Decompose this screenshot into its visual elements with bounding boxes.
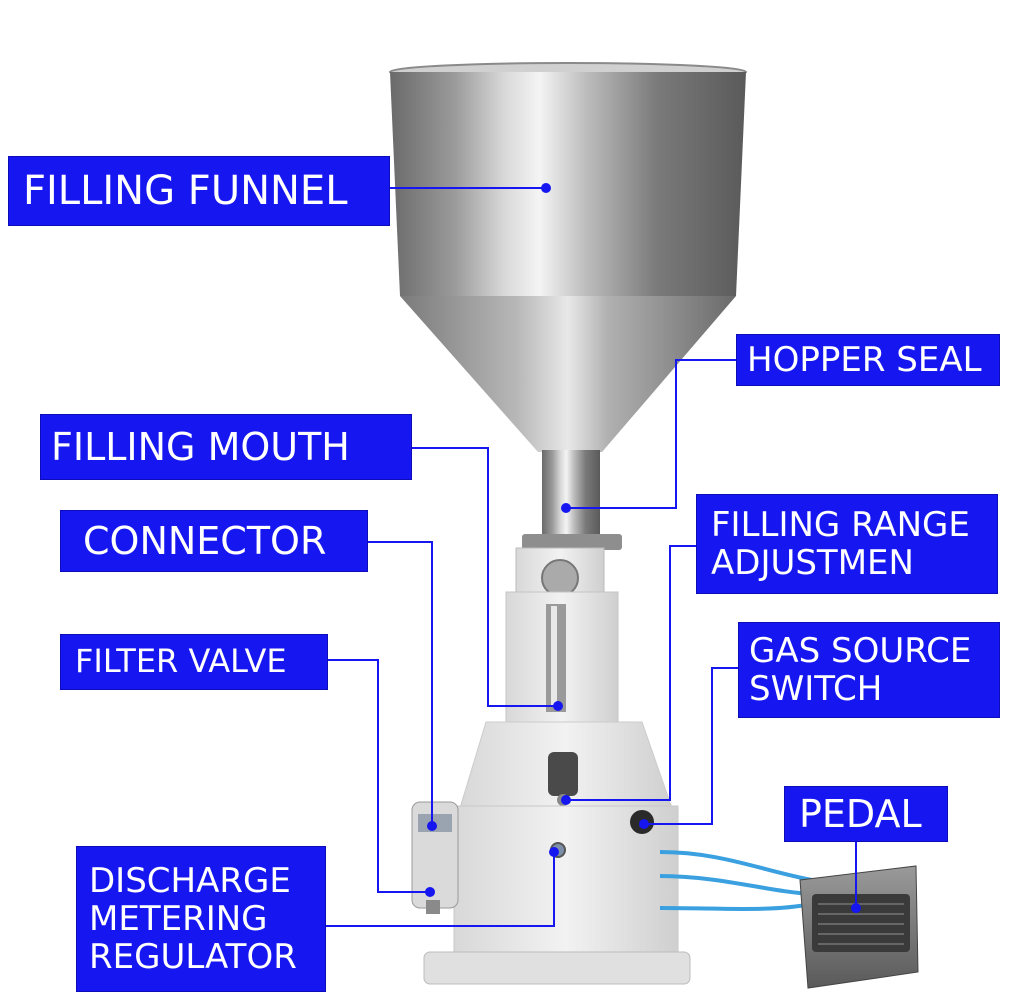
- label-hopper-seal: HOPPER SEAL: [736, 334, 1000, 386]
- machine-head-graphic: [505, 547, 619, 753]
- funnel-graphic: [389, 62, 747, 550]
- label-pedal-text: PEDAL: [799, 791, 922, 836]
- label-gas-source-line2: SWITCH: [749, 669, 883, 709]
- label-filling-funnel: FILLING FUNNEL: [8, 156, 390, 226]
- label-pedal: PEDAL: [784, 786, 948, 842]
- label-gas-source-switch: GAS SOURCE SWITCH: [738, 622, 1000, 718]
- label-filling-range-line2: ADJUSTMEN: [711, 543, 914, 583]
- label-discharge-metering-regulator: DISCHARGE METERING REGULATOR: [76, 846, 326, 992]
- leader-lines: [326, 187, 857, 927]
- label-filling-mouth: FILLING MOUTH: [40, 414, 412, 480]
- label-discharge-line3: REGULATOR: [89, 937, 297, 978]
- label-filling-mouth-text: FILLING MOUTH: [51, 424, 350, 469]
- air-hose-graphic: [659, 850, 813, 911]
- label-hopper-seal-text: HOPPER SEAL: [747, 339, 982, 380]
- machine-body-graphic: [411, 721, 691, 985]
- label-filling-funnel-text: FILLING FUNNEL: [23, 167, 348, 214]
- label-gas-source-line1: GAS SOURCE: [749, 630, 972, 671]
- label-filling-range-adjustment: FILLING RANGE ADJUSTMEN: [696, 494, 998, 594]
- label-discharge-line2: METERING: [89, 898, 268, 939]
- pedal-graphic: [799, 865, 919, 989]
- leader-dots: [425, 183, 861, 913]
- label-filter-valve-text: FILTER VALVE: [75, 642, 287, 681]
- label-connector-text: CONNECTOR: [83, 518, 327, 563]
- label-filling-range-line1: FILLING RANGE: [711, 504, 970, 545]
- label-filter-valve: FILTER VALVE: [60, 634, 328, 690]
- label-connector: CONNECTOR: [60, 510, 368, 572]
- label-discharge-line1: DISCHARGE: [89, 860, 291, 901]
